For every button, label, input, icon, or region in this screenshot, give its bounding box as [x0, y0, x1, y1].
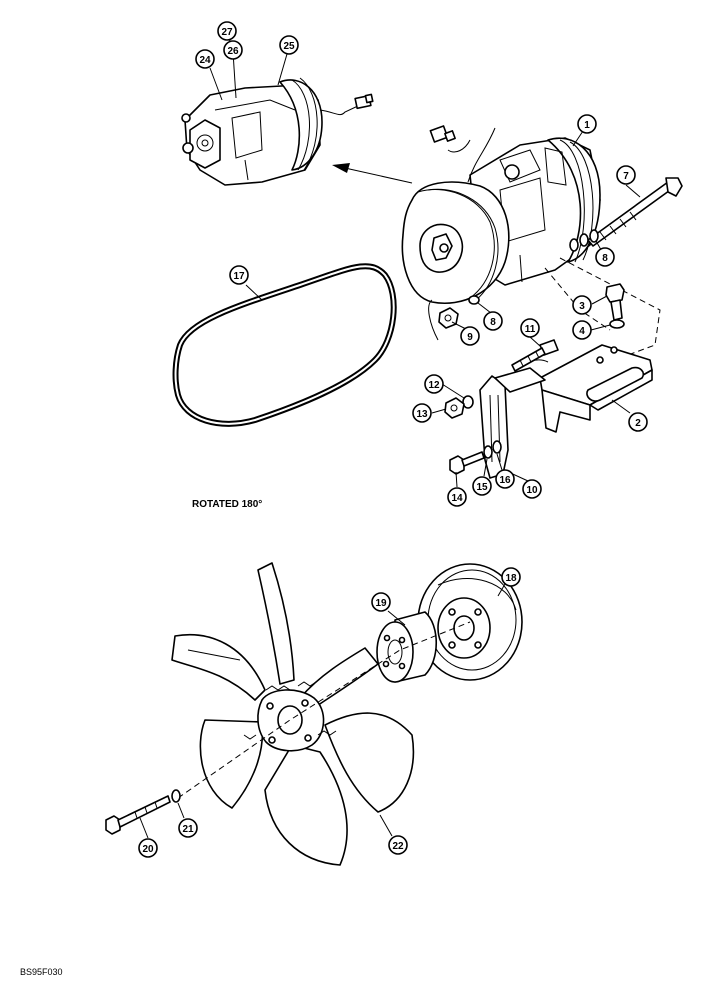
callout-24: 24	[195, 49, 215, 69]
fan-22	[171, 562, 415, 866]
callout-13: 13	[412, 403, 432, 423]
view-arrow	[332, 163, 413, 184]
callout-17: 17	[229, 265, 249, 285]
svg-text:1: 1	[584, 120, 590, 131]
adjusting-bracket-10	[479, 359, 549, 479]
callout-25: 25	[279, 35, 299, 55]
callout-21: 21	[178, 818, 198, 838]
belt-17	[172, 263, 397, 427]
callout-8: 8	[595, 247, 615, 267]
svg-text:16: 16	[499, 475, 511, 486]
nut-9	[438, 307, 459, 329]
bracket-2	[539, 344, 653, 433]
svg-text:13: 13	[416, 409, 428, 420]
callout-22: 22	[388, 835, 408, 855]
bolt-7	[587, 177, 683, 247]
callout-3: 3	[572, 295, 592, 315]
washer-21	[171, 789, 181, 803]
svg-text:12: 12	[428, 380, 440, 391]
nut-12	[462, 395, 474, 409]
callout-4: 4	[572, 320, 592, 340]
callout-7: 7	[616, 165, 636, 185]
svg-text:11: 11	[525, 324, 536, 335]
svg-text:27: 27	[221, 27, 233, 38]
svg-text:17: 17	[233, 271, 245, 282]
bolt-20	[105, 795, 171, 835]
svg-text:8: 8	[490, 317, 496, 328]
svg-text:8: 8	[602, 253, 608, 264]
callout-15: 15	[472, 476, 492, 496]
svg-text:10: 10	[526, 485, 538, 496]
bolt-3	[605, 283, 625, 329]
svg-text:15: 15	[476, 482, 488, 493]
bolt-11	[511, 339, 559, 372]
callout-1: 1	[577, 114, 597, 134]
washer-16	[492, 440, 502, 454]
callout-11: 11	[520, 318, 540, 338]
spacer-19	[376, 611, 437, 683]
rotated-note: ROTATED 180°	[192, 499, 262, 510]
svg-text:4: 4	[579, 326, 585, 337]
svg-text:22: 22	[392, 841, 404, 852]
svg-text:18: 18	[505, 573, 517, 584]
svg-text:20: 20	[142, 844, 154, 855]
callout-14: 14	[447, 487, 467, 507]
compressor-rotated-view	[181, 77, 374, 186]
svg-text:14: 14	[451, 493, 463, 504]
svg-text:21: 21	[182, 824, 194, 835]
callout-19: 19	[371, 592, 391, 612]
svg-text:3: 3	[579, 301, 585, 312]
callout-2: 2	[628, 412, 648, 432]
svg-text:9: 9	[467, 332, 473, 343]
washer-15	[483, 445, 493, 459]
compressor-main	[401, 125, 601, 341]
callout-8: 8	[483, 311, 503, 331]
callout-10: 10	[522, 479, 542, 499]
callout-20: 20	[138, 838, 158, 858]
callout-27: 27	[217, 21, 237, 41]
bolt-14	[449, 451, 485, 475]
svg-text:25: 25	[283, 41, 295, 52]
svg-text:26: 26	[227, 46, 239, 57]
callout-18: 18	[501, 567, 521, 587]
callout-26: 26	[223, 40, 243, 60]
svg-text:19: 19	[375, 598, 387, 609]
callout-9: 9	[460, 326, 480, 346]
callout-12: 12	[424, 374, 444, 394]
svg-text:7: 7	[623, 171, 629, 182]
svg-text:24: 24	[199, 55, 211, 66]
svg-text:2: 2	[635, 418, 641, 429]
nut-13	[444, 397, 465, 419]
callout-16: 16	[495, 469, 515, 489]
figure-code: BS95F030	[20, 967, 63, 977]
